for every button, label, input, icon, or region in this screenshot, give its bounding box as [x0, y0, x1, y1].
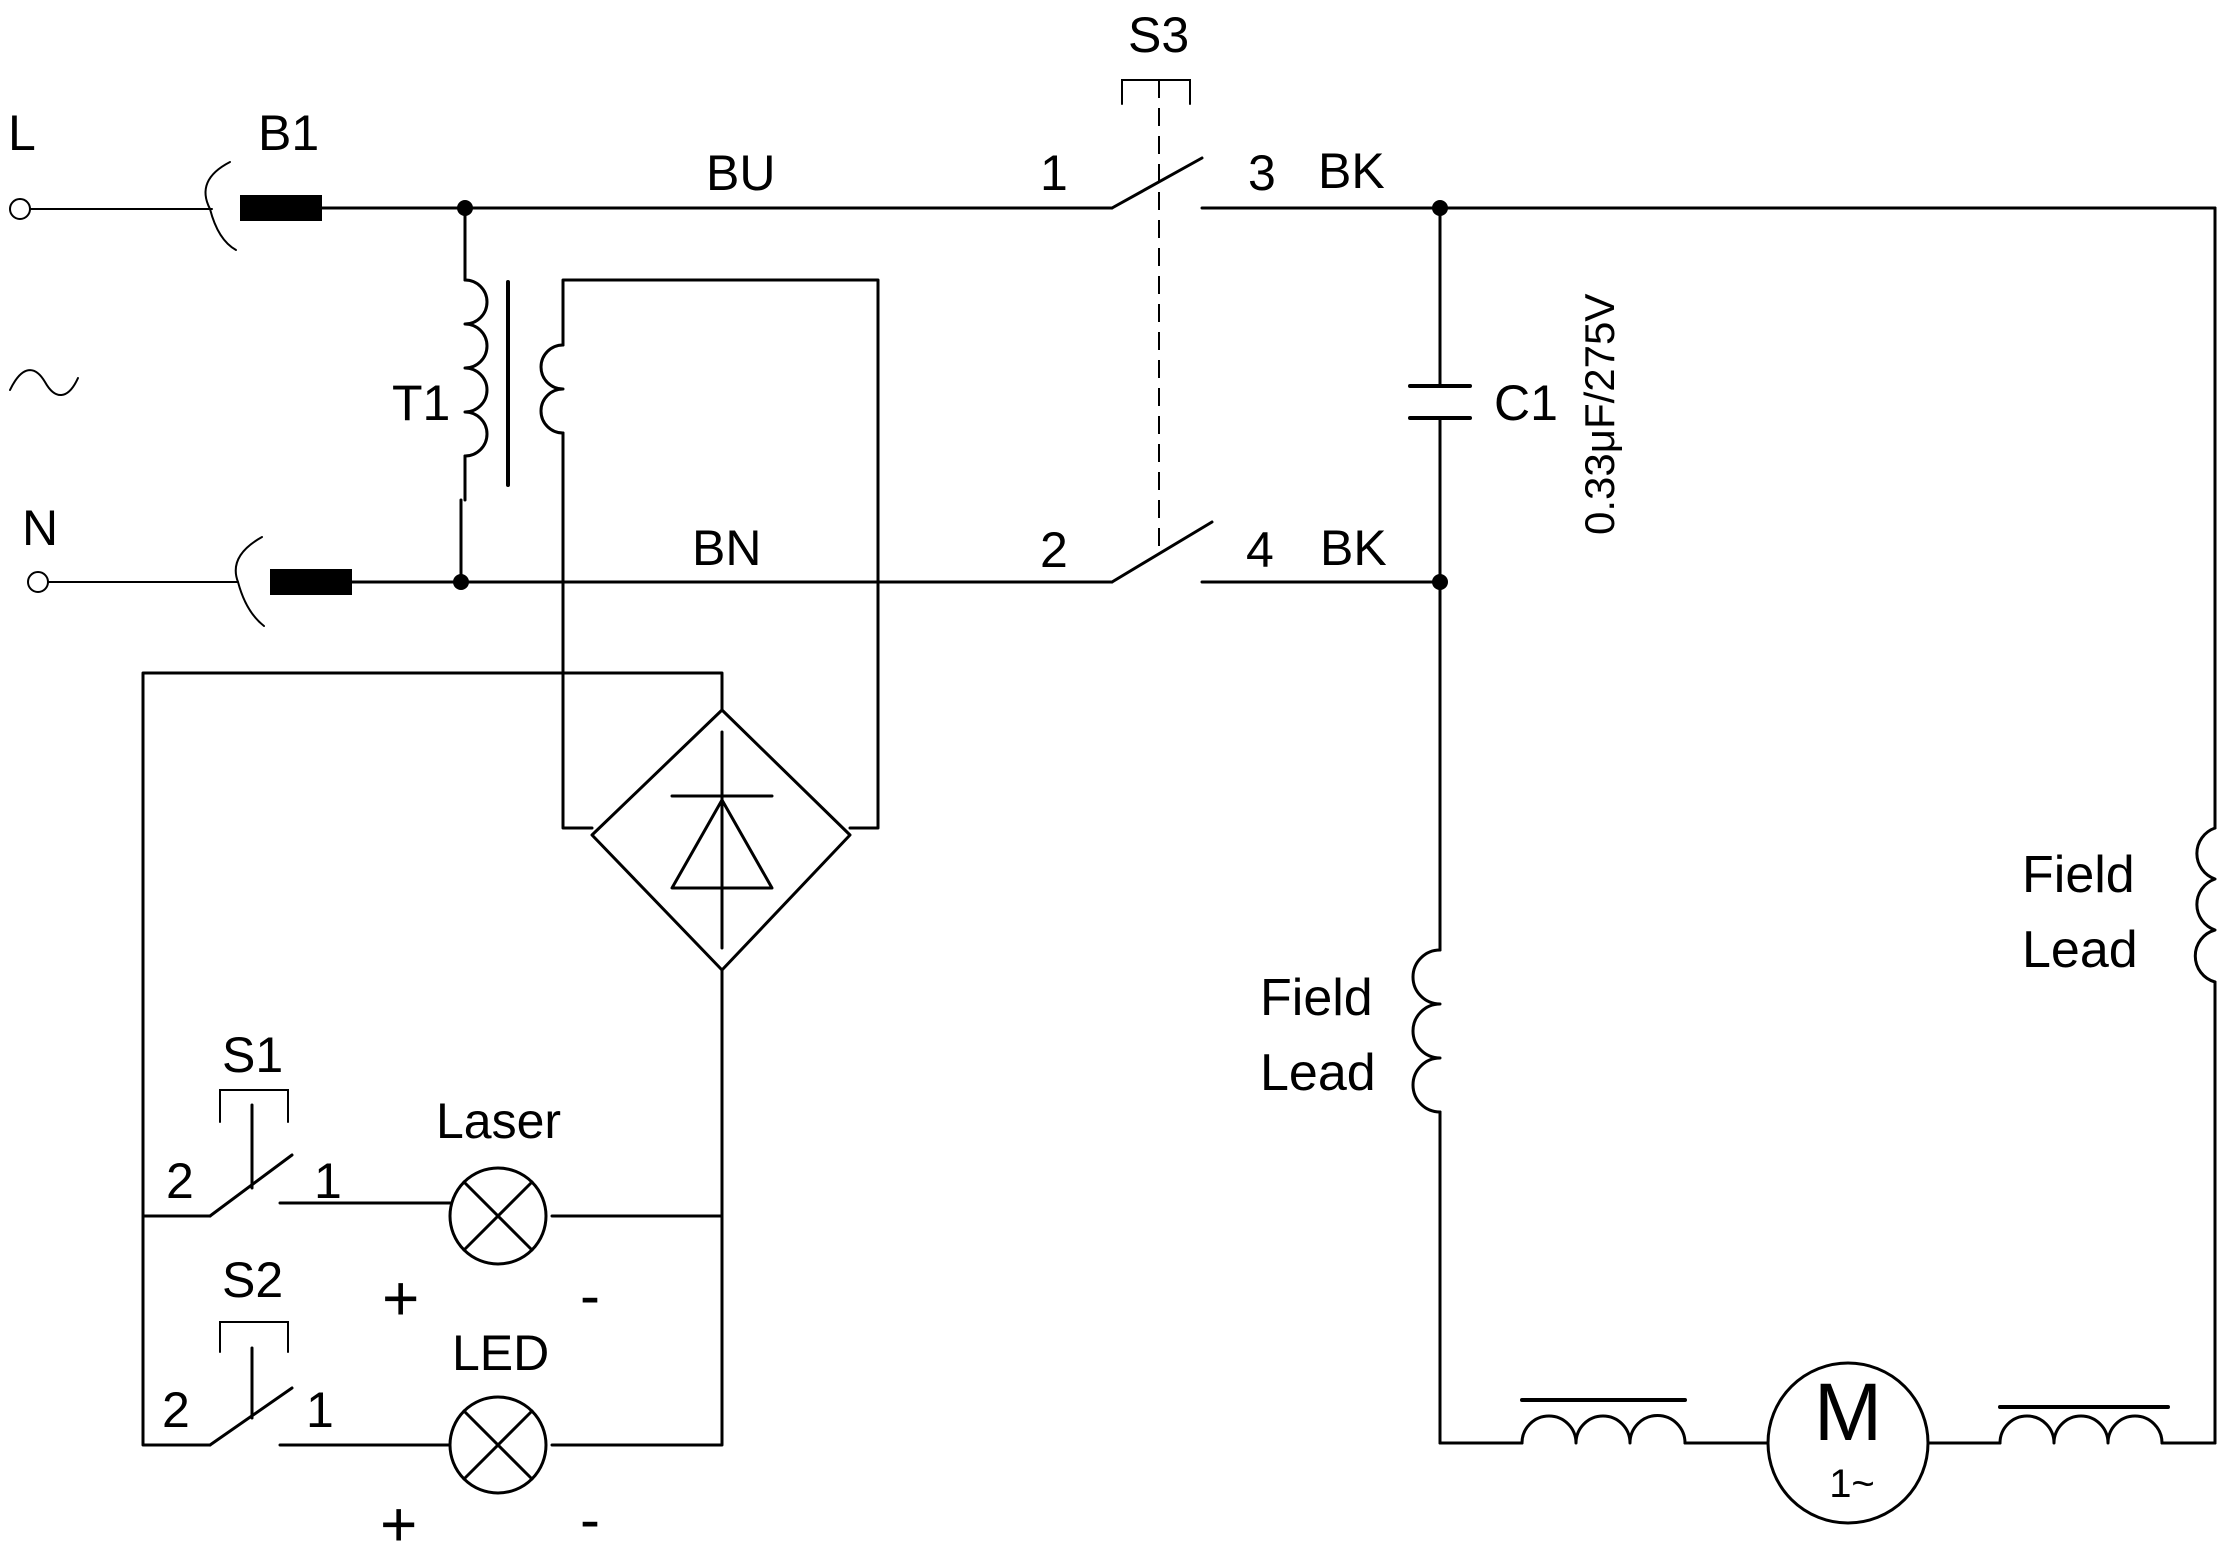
winding-left-inductor-icon: [1520, 1398, 1687, 1445]
winding-right-inductor-icon: [1998, 1405, 2170, 1445]
wire-label-blue: BU: [706, 145, 775, 201]
ac-symbol-icon: [9, 369, 79, 396]
laser-switch-label: S1: [222, 1027, 283, 1083]
led-switch-pin-1: 1: [306, 1382, 334, 1438]
led-lamp-label: LED: [452, 1325, 549, 1381]
field-lead-left-inductor-icon: Field Lead: [1260, 948, 1442, 1114]
transformer-icon: T1: [392, 206, 565, 584]
led-lamp-minus: -: [580, 1486, 600, 1551]
line-terminal: L: [8, 105, 36, 220]
led-switch-icon: S2 2 1: [162, 1252, 452, 1447]
fuse-label: B1: [258, 105, 319, 161]
laser-lamp-label: Laser: [436, 1093, 561, 1149]
line-terminal-label: L: [8, 105, 36, 161]
main-switch-pin-3: 3: [1248, 145, 1276, 201]
wire-label-black-bottom: BK: [1320, 520, 1387, 576]
wire-label-brown: BN: [692, 520, 761, 576]
motor-symbol: M: [1814, 1367, 1882, 1458]
led-switch-pin-2: 2: [162, 1382, 190, 1438]
field-lead-right-line2: Lead: [2022, 921, 2138, 979]
field-lead-left-line1: Field: [1260, 969, 1373, 1027]
neutral-terminal-label: N: [22, 500, 58, 556]
transformer-label: T1: [392, 375, 450, 431]
capacitor-rating: 0.33μF/275V: [1576, 294, 1623, 535]
led-switch-label: S2: [222, 1252, 283, 1308]
line-wire: [29, 206, 1114, 210]
field-lead-right-line1: Field: [2022, 846, 2135, 904]
led-lamp-icon: LED + -: [380, 1325, 600, 1551]
motor-phase: 1~: [1829, 1462, 1875, 1506]
field-lead-left-line2: Lead: [1260, 1044, 1376, 1102]
capacitor-icon: C1 0.33μF/275V: [1408, 206, 1623, 584]
laser-lamp-minus: -: [580, 1262, 600, 1329]
laser-switch-pin-1: 1: [314, 1153, 342, 1209]
neutral-connector-icon: [234, 536, 352, 627]
laser-lamp-plus: +: [382, 1262, 419, 1334]
main-switch-icon: S3 1 2 3 4: [1040, 7, 1442, 584]
neutral-terminal: N: [22, 500, 58, 593]
wire-label-black-top: BK: [1318, 143, 1385, 199]
transformer-secondary-wire: [561, 278, 880, 830]
main-switch-pin-2: 2: [1040, 522, 1068, 578]
motor-icon: M 1~: [1766, 1361, 1930, 1525]
main-switch-label: S3: [1128, 7, 1189, 63]
main-switch-pin-4: 4: [1246, 522, 1274, 578]
motor-wire: [1438, 206, 2217, 1445]
laser-switch-pin-2: 2: [166, 1153, 194, 1209]
capacitor-label: C1: [1494, 375, 1558, 431]
fuse-icon: B1: [204, 105, 322, 251]
laser-lamp-icon: Laser + -: [382, 1093, 600, 1334]
main-switch-pin-1: 1: [1040, 145, 1068, 201]
bridge-rectifier-icon: [590, 708, 852, 972]
field-lead-right-inductor-icon: Field Lead: [2022, 826, 2217, 984]
laser-switch-icon: S1 2 1: [141, 1027, 452, 1218]
led-lamp-plus: +: [380, 1488, 417, 1551]
